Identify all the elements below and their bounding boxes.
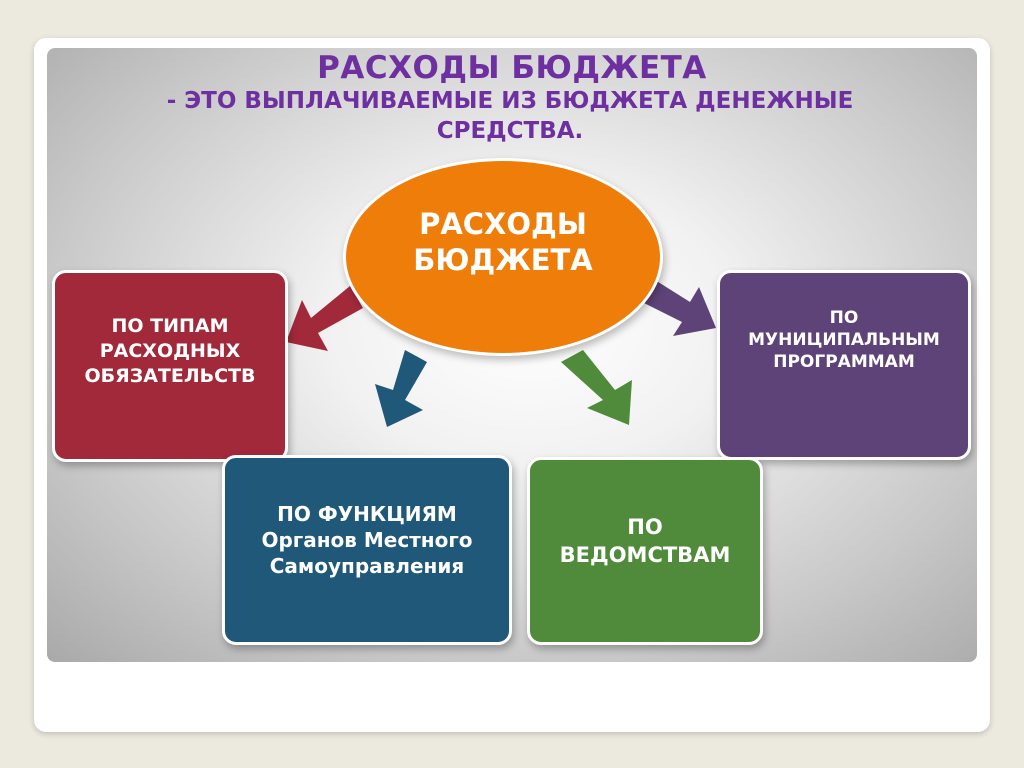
node-by-functions: ПО ФУНКЦИЯМ Органов Местного Самоуправле…	[222, 455, 512, 645]
center-node-label: РАСХОДЫ БЮДЖЕТА	[413, 207, 593, 277]
node-by-expense-types: ПО ТИПАМ РАСХОДНЫХ ОБЯЗАТЕЛЬСТВ	[52, 270, 288, 462]
center-node: РАСХОДЫ БЮДЖЕТА	[343, 158, 663, 356]
node-by-departments: ПО ВЕДОМСТВАМ	[527, 457, 763, 645]
node-by-municipal-programs: ПО МУНИЦИПАЛЬНЫМ ПРОГРАММАМ	[717, 270, 971, 460]
node-label-programs: ПО МУНИЦИПАЛЬНЫМ ПРОГРАММАМ	[748, 308, 940, 372]
node-label-functions: ПО ФУНКЦИЯМ Органов Местного Самоуправле…	[261, 502, 473, 578]
slide-subtitle: - ЭТО ВЫПЛАЧИВАЕМЫЕ ИЗ БЮДЖЕТА ДЕНЕЖНЫЕ …	[166, 88, 854, 144]
node-label-departments: ПО ВЕДОМСТВАМ	[559, 515, 731, 567]
node-label-types: ПО ТИПАМ РАСХОДНЫХ ОБЯЗАТЕЛЬСТВ	[84, 314, 256, 387]
slide-title: РАСХОДЫ БЮДЖЕТА	[317, 50, 707, 86]
